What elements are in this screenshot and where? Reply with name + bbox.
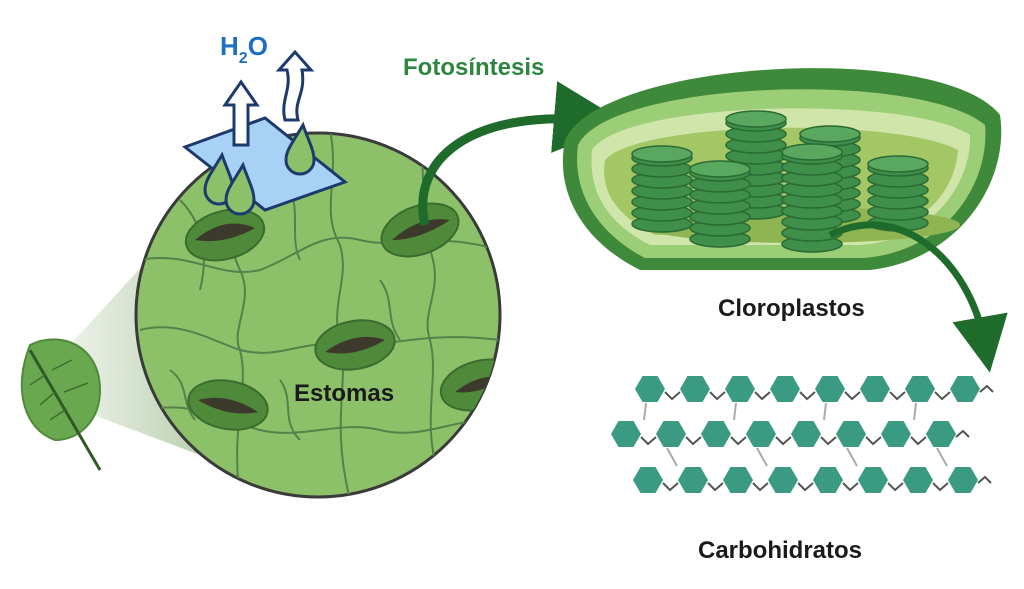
glycosidic-bond xyxy=(934,391,951,401)
cross-link xyxy=(643,402,647,421)
carbohydrates-label: Carbohidratos xyxy=(698,537,862,564)
carbohydrate-chains xyxy=(611,376,994,493)
chain-end xyxy=(977,475,992,484)
glucose-hexagon xyxy=(813,467,843,493)
cross-link xyxy=(756,447,768,467)
glucose-hexagon xyxy=(836,421,866,447)
glucose-hexagon xyxy=(860,376,890,402)
glycosidic-bond xyxy=(775,436,792,446)
glucose-hexagon xyxy=(926,421,956,447)
glycosidic-bond xyxy=(842,482,859,492)
glucose-hexagon xyxy=(701,421,731,447)
glycosidic-bond xyxy=(640,436,657,446)
water-evaporation-icon xyxy=(181,49,349,216)
granum xyxy=(689,160,751,248)
glycosidic-bond xyxy=(730,436,747,446)
cross-link xyxy=(823,402,827,421)
glycosidic-bond xyxy=(844,391,861,401)
cross-link xyxy=(733,402,737,421)
glucose-hexagon xyxy=(768,467,798,493)
stoma xyxy=(380,202,460,258)
stoma xyxy=(314,319,396,371)
granum xyxy=(631,145,693,233)
glycosidic-bond xyxy=(752,482,769,492)
glycosidic-bond xyxy=(910,436,927,446)
glucose-hexagon xyxy=(905,376,935,402)
glycosidic-bond xyxy=(932,482,949,492)
glycosidic-bond xyxy=(685,436,702,446)
chain-end xyxy=(979,384,994,393)
glucose-hexagon xyxy=(746,421,776,447)
photosynthesis-arrow xyxy=(418,81,626,227)
glycosidic-bond xyxy=(865,436,882,446)
chloroplasts-label: Cloroplastos xyxy=(718,295,865,322)
glucose-hexagon xyxy=(948,467,978,493)
granum xyxy=(867,155,929,232)
glucose-hexagon xyxy=(680,376,710,402)
glucose-hexagon xyxy=(858,467,888,493)
glycosidic-bond xyxy=(707,482,724,492)
thylakoid-stacks xyxy=(631,110,929,253)
stoma xyxy=(184,208,266,262)
glycosidic-bond xyxy=(797,482,814,492)
chain-end xyxy=(955,429,970,438)
glucose-hexagon xyxy=(633,467,663,493)
glycosidic-bond xyxy=(664,391,681,401)
cross-link xyxy=(913,402,917,421)
glucose-hexagon xyxy=(903,467,933,493)
glucose-hexagon xyxy=(950,376,980,402)
glucose-hexagon xyxy=(881,421,911,447)
water-label: H2O xyxy=(220,31,268,67)
glucose-hexagon xyxy=(725,376,755,402)
glucose-hexagon xyxy=(791,421,821,447)
glucose-hexagon xyxy=(723,467,753,493)
glycosidic-bond xyxy=(820,436,837,446)
cross-link xyxy=(936,447,948,467)
glucose-hexagon xyxy=(678,467,708,493)
glycosidic-bond xyxy=(799,391,816,401)
cross-link xyxy=(666,447,678,467)
carbohydrate-arrow xyxy=(828,221,1008,373)
glucose-hexagon xyxy=(635,376,665,402)
cross-link xyxy=(846,447,858,467)
glycosidic-bond xyxy=(887,482,904,492)
glucose-hexagon xyxy=(656,421,686,447)
glucose-hexagon xyxy=(815,376,845,402)
glucose-hexagon xyxy=(770,376,800,402)
granum xyxy=(781,143,843,253)
stomata-label: Estomas xyxy=(294,380,394,407)
stoma xyxy=(187,379,269,431)
photosynthesis-label: Fotosíntesis xyxy=(403,54,544,81)
glucose-hexagon xyxy=(611,421,641,447)
glycosidic-bond xyxy=(662,482,679,492)
glycosidic-bond xyxy=(754,391,771,401)
glycosidic-bond xyxy=(889,391,906,401)
leaf-icon xyxy=(20,338,102,471)
glycosidic-bond xyxy=(709,391,726,401)
